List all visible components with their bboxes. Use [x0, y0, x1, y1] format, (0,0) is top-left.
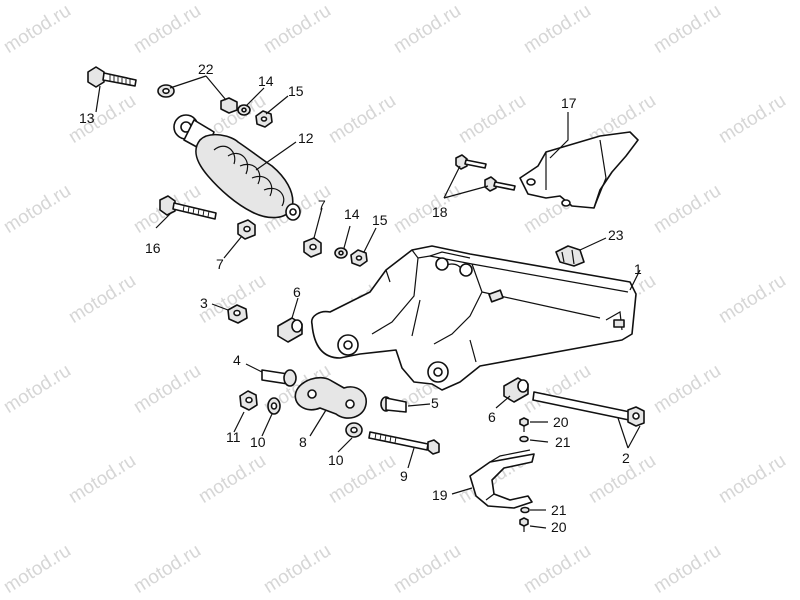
callout-23: 23 [608, 227, 624, 243]
callout-6: 6 [293, 284, 301, 300]
part-15-nut [255, 110, 273, 128]
callout-8: 8 [299, 434, 307, 450]
callout-10: 10 [328, 452, 344, 468]
part-19-guard [469, 449, 535, 509]
part-22-washer [157, 84, 175, 98]
part-16-bolt [159, 195, 217, 220]
part-9-bolt [368, 431, 440, 455]
leader-lines [95, 75, 641, 529]
part-5-pin [380, 396, 407, 413]
callout-18: 18 [432, 204, 448, 220]
part-17-chain-guard [519, 131, 639, 209]
callout-9: 9 [400, 468, 408, 484]
part-10-washer-lower [345, 422, 363, 438]
callout-13: 13 [79, 110, 95, 126]
part-22-spacer [220, 97, 238, 114]
part-20-screw-lower [519, 517, 529, 532]
part-20-screw [519, 417, 529, 432]
callout-12: 12 [298, 130, 314, 146]
part-1-swingarm [310, 245, 637, 391]
part-15-nut-lower [350, 249, 368, 267]
part-2-axle [532, 391, 645, 427]
callout-1: 1 [634, 261, 642, 277]
callout-16: 16 [145, 240, 161, 256]
part-23-clip [555, 245, 585, 267]
callout-21: 21 [551, 502, 567, 518]
part-21-washer-lower [520, 506, 530, 514]
part-6-bushing [277, 317, 303, 343]
callout-7: 7 [216, 256, 224, 272]
callout-3: 3 [200, 295, 208, 311]
part-3-nut [227, 304, 248, 324]
callout-14: 14 [344, 206, 360, 222]
callout-6: 6 [488, 409, 496, 425]
part-12-shock-absorber [173, 114, 301, 221]
callout-20: 20 [553, 414, 569, 430]
callout-10: 10 [250, 434, 266, 450]
callout-21: 21 [555, 434, 571, 450]
part-7-bushing [237, 219, 256, 240]
callout-20: 20 [551, 519, 567, 535]
callout-17: 17 [561, 95, 577, 111]
part-21-washer [519, 435, 529, 443]
part-18-bolt-lower [484, 176, 516, 192]
callout-5: 5 [431, 395, 439, 411]
part-8-link-plate [294, 376, 367, 419]
callout-14: 14 [258, 73, 274, 89]
callout-15: 15 [288, 83, 304, 99]
part-10-washer [267, 397, 281, 415]
part-13-bolt [87, 66, 137, 88]
part-4-pin [261, 369, 297, 387]
callout-7: 7 [318, 197, 326, 213]
part-14-washer-lower [334, 247, 348, 259]
part-7-bushing-lower [303, 237, 322, 258]
callout-4: 4 [233, 352, 241, 368]
callout-15: 15 [372, 212, 388, 228]
callout-11: 11 [226, 429, 241, 445]
callout-19: 19 [432, 487, 448, 503]
part-11-nut [239, 390, 258, 411]
part-14-washer [237, 104, 251, 116]
callout-2: 2 [622, 450, 630, 466]
callout-22: 22 [198, 61, 214, 77]
part-18-bolt [455, 154, 487, 170]
